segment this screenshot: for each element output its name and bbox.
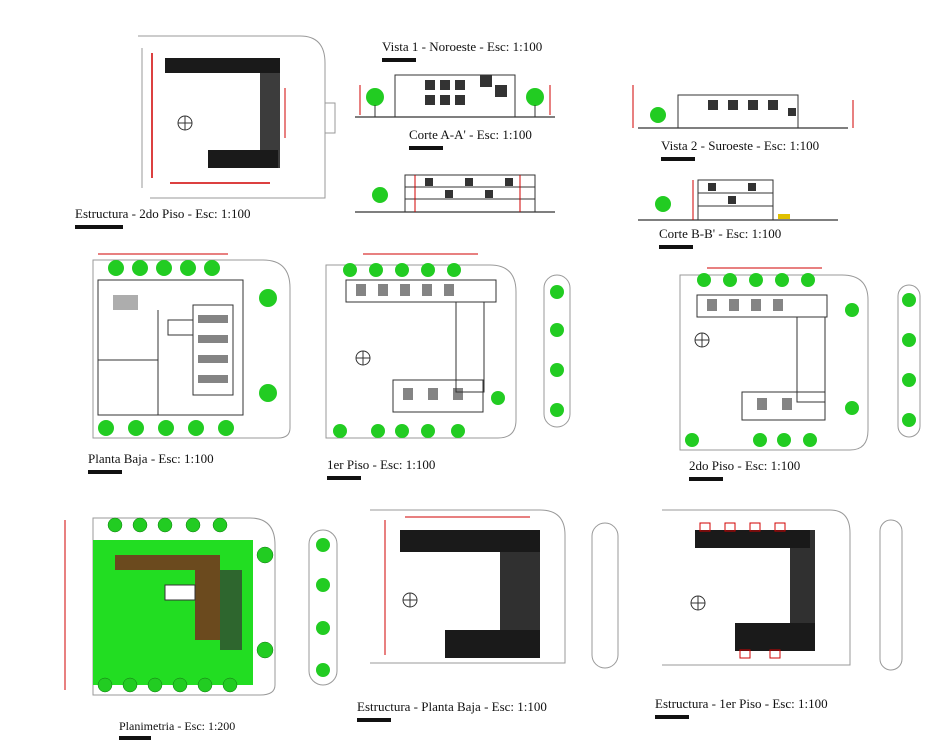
primer-piso-plan-drawing (325, 253, 571, 439)
scale-bar (119, 736, 151, 740)
scale-bar (409, 146, 443, 150)
estructura-1er-piso-drawing (662, 509, 903, 671)
planimetria-site-plan-drawing (64, 517, 338, 696)
planta-baja-title: Planta Baja - Esc: 1:100 (88, 451, 214, 466)
segundo-piso-plan-drawing (679, 267, 921, 451)
estructura-1er-piso-title: Estructura - 1er Piso - Esc: 1:100 (655, 696, 828, 711)
estructura-planta-baja-title: Estructura - Planta Baja - Esc: 1:100 (357, 699, 547, 714)
corte-a-title: Corte A-A' - Esc: 1:100 (409, 127, 532, 142)
vista-1-title: Vista 1 - Noroeste - Esc: 1:100 (382, 39, 543, 54)
scale-bar (382, 58, 416, 62)
vista-2-elevation-drawing (632, 85, 854, 129)
estructura-2do-piso-title: Estructura - 2do Piso - Esc: 1:100 (75, 206, 251, 221)
estructura-2do-piso-drawing (138, 35, 336, 199)
corte-b-title: Corte B-B' - Esc: 1:100 (659, 226, 782, 241)
corte-a-section-drawing (355, 174, 555, 213)
scale-bar (655, 715, 689, 719)
planta-baja-plan-drawing (92, 253, 291, 439)
scale-bar (88, 470, 122, 474)
scale-bar (75, 225, 123, 229)
scale-bar (327, 476, 361, 480)
vista-1-elevation-drawing (355, 74, 555, 118)
segundo-piso-title: 2do Piso - Esc: 1:100 (689, 458, 801, 473)
vista-2-title: Vista 2 - Suroeste - Esc: 1:100 (661, 138, 820, 153)
scale-bar (661, 157, 695, 161)
scale-bar (659, 245, 693, 249)
corte-b-section-drawing (638, 179, 838, 221)
planimetria-title: Planimetria - Esc: 1:200 (119, 719, 236, 733)
scale-bar (357, 718, 391, 722)
primer-piso-title: 1er Piso - Esc: 1:100 (327, 457, 436, 472)
scale-bar (689, 477, 723, 481)
estructura-planta-baja-drawing (370, 509, 619, 669)
